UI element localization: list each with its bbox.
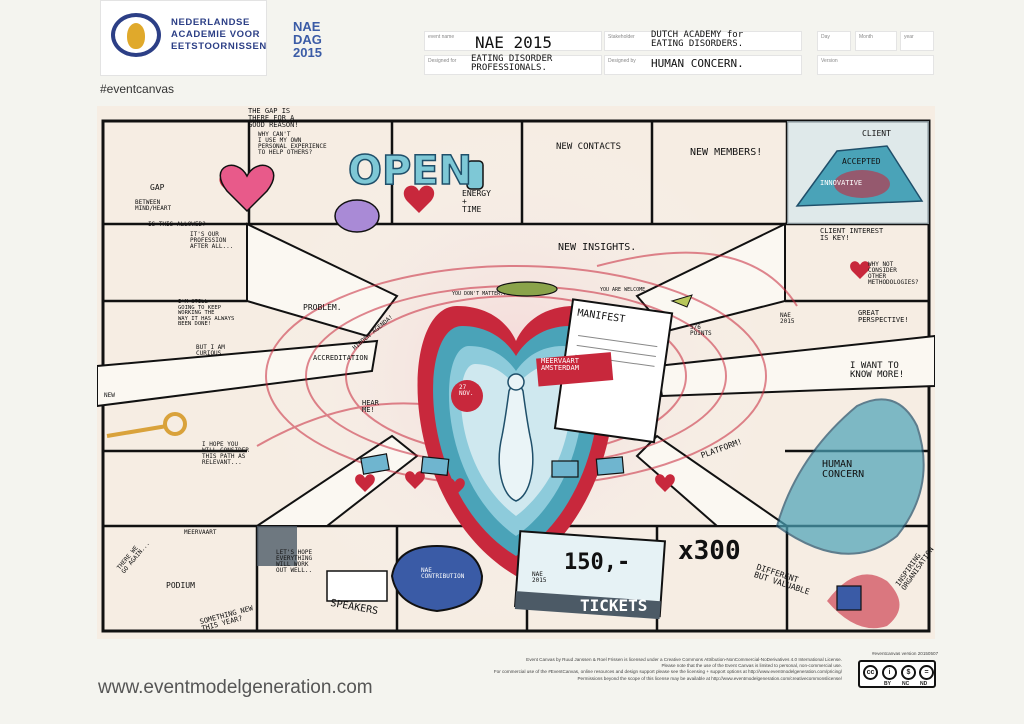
label-hear-me: HEAR ME! [362,399,379,414]
license-text: Event Canvas by Ruud Janssen & Roel Fris… [493,657,842,681]
label-new: NEW [104,392,115,399]
label-nae-2015: NAE 2015 [780,312,795,325]
label-its-our-profession: IT'S OUR PROFESSION AFTER ALL... [190,231,234,250]
label-27-nov: 27 NOV. [459,384,474,397]
label-innovative: INNOVATIVE [820,179,863,187]
canvas-version: #eventcanvas version 20150507 [872,651,939,656]
field-value: HUMAN CONCERN. [651,57,744,70]
field-value: DUTCH ACADEMY for EATING DISORDERS. [651,30,744,49]
label-5-6-points: 5/6 POINTS [690,324,712,337]
designed-for-field[interactable]: Designed for EATING DISORDER PROFESSIONA… [424,55,602,75]
label-you-dont-matter: YOU DON'T MATTER... [452,291,510,297]
version-field[interactable]: Version [817,55,934,75]
label-hope-you-consider: I HOPE YOU WILL CONSIDER THIS PATH AS RE… [202,441,249,466]
label-new-insights: NEW INSIGHTS. [558,242,637,253]
field-label: Designed by [608,58,636,64]
field-label: year [904,34,914,40]
cc-badge-nc: NC [902,681,910,687]
label-client-interest: CLIENT INTEREST IS KEY! [820,227,884,242]
label-ticket-nae: NAE 2015 [532,571,547,584]
label-meervaart-amsterdam: MEERVAART AMSTERDAM [541,357,579,372]
field-label: Designed for [428,58,457,64]
label-open: OPEN [347,147,473,195]
hashtag: #eventcanvas [100,82,175,96]
field-label: event name [428,34,455,40]
stakeholder-field[interactable]: Stakeholder DUTCH ACADEMY for EATING DIS… [604,31,802,51]
nc-icon: $ [901,665,916,680]
label-new-contacts: NEW CONTACTS [556,142,622,152]
label-new-members: NEW MEMBERS! [690,147,763,158]
nd-icon: = [919,665,934,680]
field-label: Version [821,58,838,64]
by-icon: i [882,665,897,680]
label-why-cant: WHY CAN'T I USE MY OWN PERSONAL EXPERIEN… [258,131,327,156]
academy-logo-icon [111,13,161,57]
academy-name: NEDERLANDSE ACADEMIE VOOR EETSTOORNISSEN [171,17,267,52]
cc-badge-nd: ND [920,681,928,687]
label-but-curious: BUT I AM CURIOUS... [196,344,233,357]
field-value: EATING DISORDER PROFESSIONALS. [471,54,553,73]
label-still-keep-working: I'M STILL GOING TO KEEP WORKING THE WAY … [178,299,235,327]
designed-by-field[interactable]: Designed by HUMAN CONCERN. [604,55,802,75]
label-is-this-allowed: IS THIS ALLOWED? [148,221,206,228]
label-lets-hope: LET'S HOPE EVERYTHING WILL WORK OUT WELL… [276,549,313,574]
day-field[interactable]: Day [817,31,851,51]
label-accreditation: ACCREDITATION [313,354,368,362]
label-gap: GAP [150,183,165,192]
label-you-are-welcome: YOU ARE WELCOME [600,287,646,293]
label-accepted: ACCEPTED [842,157,881,166]
label-ticket-price: 150,- [564,550,631,575]
nae-dag-logo: NAE DAG 2015 [293,19,322,60]
label-nae-contribution: NAE CONTRIBUTION [421,567,465,580]
label-great-perspective: GREAT PERSPECTIVE! [858,309,909,324]
cc-icon: cc [863,665,878,680]
label-between-mind-heart: BETWEEN MIND/HEART [135,199,172,212]
label-problem: PROBLEM. [303,303,342,312]
field-label: Month [859,34,873,40]
creative-commons-badge[interactable]: cc i $ = BY NC ND [858,660,936,688]
field-label: Stakeholder [608,34,635,40]
website-link[interactable]: www.eventmodelgeneration.com [98,677,373,698]
label-want-know-more: I WANT TO KNOW MORE! [850,361,905,380]
field-value: NAE 2015 [475,33,553,52]
label-human-concern: HUMAN CONCERN [822,459,865,480]
event-canvas-illustration [97,106,935,639]
label-podium: PODIUM [166,581,195,590]
label-why-not-consider: WHY NOT CONSIDER OTHER METHODOLOGIES? [868,261,919,286]
cc-badge-by: BY [884,681,891,687]
label-tickets: TICKETS [580,596,648,615]
label-energy-time: ENERGY + TIME [462,189,491,214]
field-label: Day [821,34,830,40]
label-client: CLIENT [862,129,891,138]
label-ticket-count: x300 [678,536,741,566]
label-gap-good-reason: THE GAP IS THERE FOR A GOOD REASON! [248,107,299,129]
label-meervaart: MEERVAART [184,529,217,536]
academy-logo: NEDERLANDSE ACADEMIE VOOR EETSTOORNISSEN [100,0,267,76]
year-field[interactable]: year [900,31,934,51]
event-name-field[interactable]: event name NAE 2015 [424,31,602,52]
month-field[interactable]: Month [855,31,897,51]
